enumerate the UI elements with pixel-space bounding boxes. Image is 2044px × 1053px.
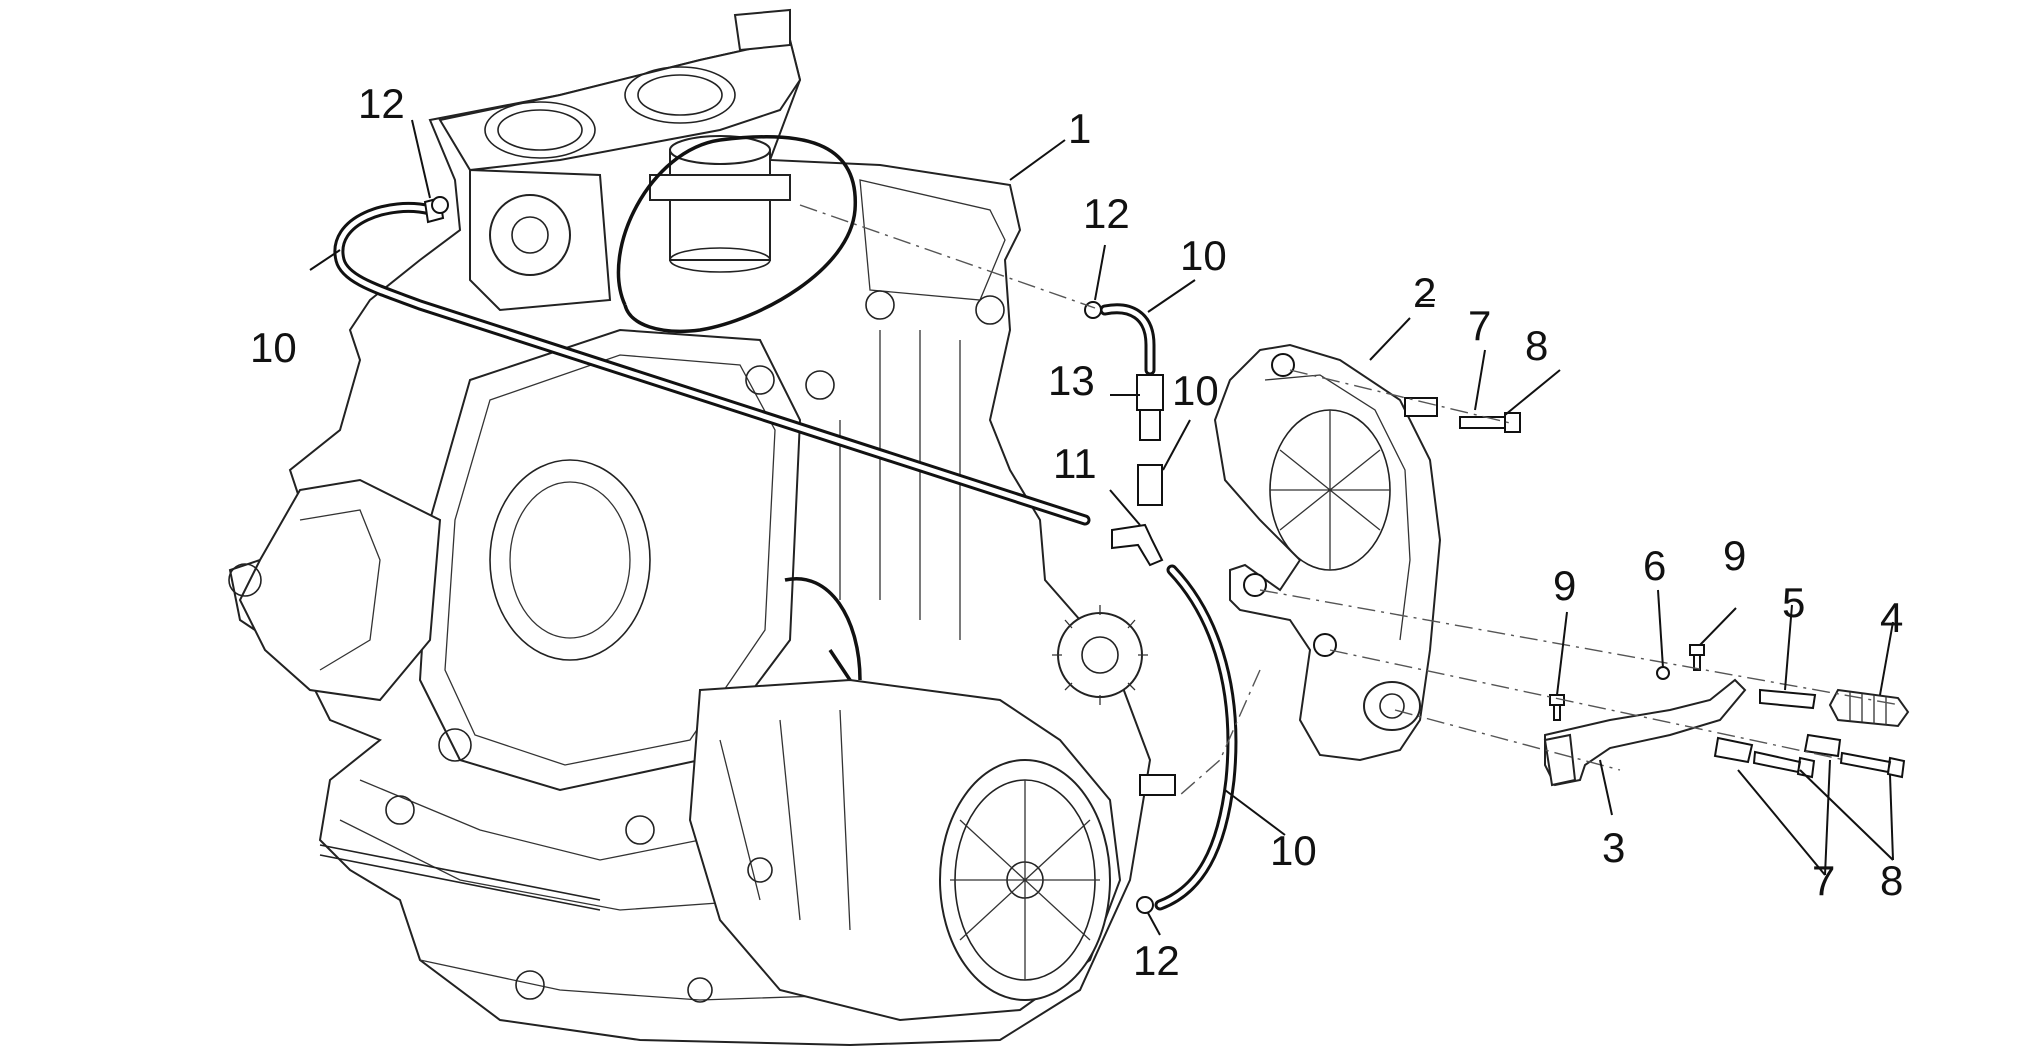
sprocket-cover — [1213, 343, 1442, 762]
bushing-7-lower-left — [1713, 736, 1754, 764]
leader-lines — [309, 119, 1894, 936]
bushing-7-top — [1404, 397, 1438, 417]
callout-5: 5 — [1782, 579, 1805, 626]
callout-7-lower: 7 — [1812, 857, 1835, 904]
clip-12-top-left — [431, 196, 450, 214]
clip-12-upper — [1084, 301, 1102, 319]
callout-2: 2 — [1413, 269, 1436, 316]
hose-lower — [1154, 564, 1238, 911]
callout-9-right: 9 — [1723, 532, 1746, 579]
wire-loop — [616, 134, 857, 333]
pivot-pin-5 — [1759, 688, 1817, 710]
callout-10-lower: 10 — [1270, 827, 1317, 874]
circlip-6 — [1656, 666, 1670, 680]
callout-11: 11 — [1053, 440, 1097, 487]
output-sprocket — [1052, 605, 1148, 705]
bushing-7-lower-right — [1803, 733, 1842, 758]
callout-1: 1 — [1068, 105, 1091, 152]
screw-9-left — [1549, 694, 1565, 721]
callout-labels: 1 2 7 8 12 10 12 10 13 10 11 10 12 9 6 9… — [250, 80, 1903, 984]
bolt-8-lower-right — [1839, 751, 1906, 779]
engine-block — [228, 8, 1176, 1047]
callout-10-left: 10 — [250, 324, 297, 371]
callout-8-lower: 8 — [1880, 857, 1903, 904]
wire-lower — [784, 576, 862, 681]
callout-3: 3 — [1602, 824, 1625, 871]
callout-13: 13 — [1048, 357, 1095, 404]
callout-12-lower: 12 — [1133, 937, 1180, 984]
t-fitting — [1111, 523, 1164, 567]
callout-7-top: 7 — [1468, 302, 1491, 349]
assembly-lines — [799, 204, 1901, 796]
callout-9-left: 9 — [1553, 562, 1576, 609]
bolt-8-lower-left — [1752, 750, 1816, 779]
callout-12-upper: 12 — [1083, 190, 1130, 237]
callout-12-top-left: 12 — [358, 80, 405, 127]
callout-6: 6 — [1643, 542, 1666, 589]
callout-10-upper: 10 — [1180, 232, 1227, 279]
callout-4: 4 — [1880, 594, 1903, 641]
hose-short — [1137, 464, 1163, 506]
callout-8-top: 8 — [1525, 322, 1548, 369]
callout-10-middle: 10 — [1172, 367, 1219, 414]
gear-pedal-rubber-4 — [1828, 688, 1910, 728]
bolt-8-top — [1459, 412, 1521, 433]
check-valve — [1136, 374, 1164, 441]
clip-12-lower — [1136, 896, 1154, 914]
screw-9-right — [1689, 644, 1705, 671]
gear-lever — [1543, 678, 1747, 787]
